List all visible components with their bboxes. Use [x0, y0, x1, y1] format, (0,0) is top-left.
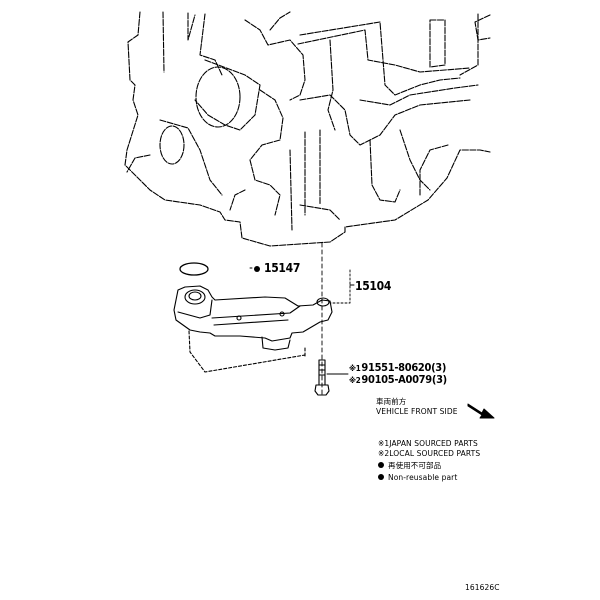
- arrow-down-right-icon: [467, 403, 495, 419]
- vehicle-front-label-en: VEHICLE FRONT SIDE: [376, 407, 458, 416]
- o-ring-gasket: [179, 262, 209, 276]
- legend-japan-sourced: ※1JAPAN SOURCED PARTS: [378, 439, 478, 448]
- filled-dot-icon: [378, 474, 384, 480]
- filled-dot-icon: [378, 462, 384, 468]
- bolt-part-label-1[interactable]: ※191551-80620(3): [349, 361, 447, 374]
- figure-id: 161626C: [465, 583, 500, 592]
- leader-lines: [249, 267, 355, 375]
- bolt-part-label-2[interactable]: ※290105-A0079(3): [349, 373, 447, 386]
- legend-local-sourced: ※2LOCAL SOURCED PARTS: [378, 449, 481, 458]
- part-label-15147[interactable]: 15147: [254, 262, 300, 274]
- part-label-15104[interactable]: 15104: [355, 279, 392, 293]
- non-reusable-dot-icon: [254, 266, 260, 272]
- legend-non-reusable-jp: 再使用不可部品: [378, 462, 441, 470]
- vehicle-front-label-jp: 車両前方: [376, 397, 407, 406]
- legend-non-reusable-en: Non-reusable part: [378, 474, 457, 482]
- bolt-illustration: [314, 359, 330, 396]
- oil-strainer-illustration: [173, 285, 333, 373]
- engine-block-illustration: [124, 11, 491, 247]
